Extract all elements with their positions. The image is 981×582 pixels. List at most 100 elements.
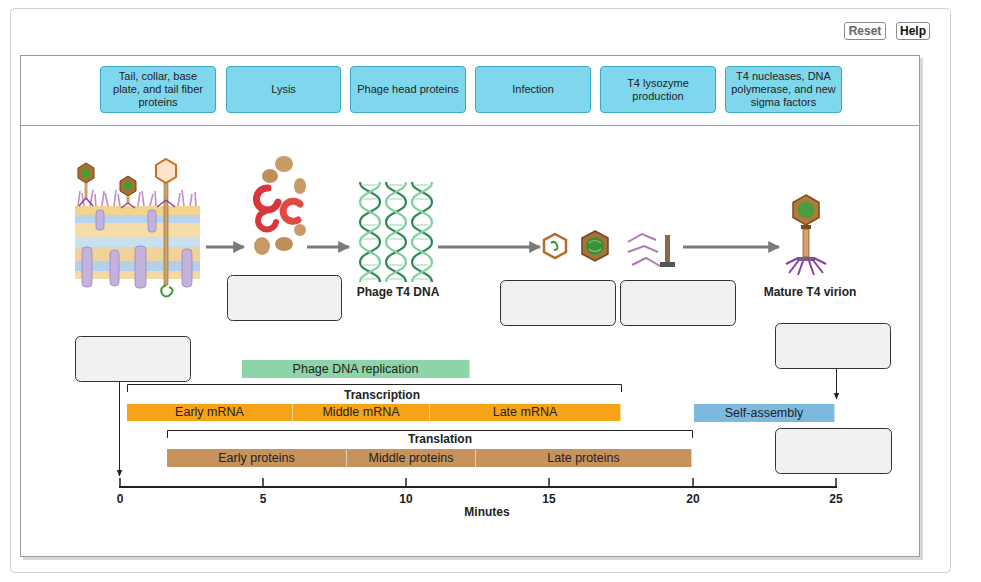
- timeline-band: Late mRNA: [430, 404, 621, 421]
- protein-blob: [294, 224, 306, 236]
- node-text: Tail, collar, base plate, and tail fiber…: [106, 70, 210, 109]
- timeline-band: Late proteins: [476, 449, 692, 467]
- label-tile: Lysis: [226, 66, 341, 113]
- axis-ticks: [120, 478, 836, 487]
- membrane-layer: [75, 223, 200, 237]
- empty-head: [544, 234, 566, 258]
- process-arrow: [683, 246, 779, 249]
- protein-blob: [275, 156, 293, 172]
- protein-c-shape: [256, 188, 278, 210]
- node-text: Middle mRNA: [322, 405, 399, 420]
- membrane-protein: [182, 249, 192, 287]
- axis-title: Minutes: [437, 505, 537, 519]
- axis-tick-label: 20: [678, 492, 708, 506]
- main-panel: [21, 56, 920, 557]
- membrane-protein: [96, 210, 104, 230]
- node-text: Early mRNA: [175, 405, 244, 420]
- tail-fibers: [79, 198, 93, 206]
- phage-dna: [124, 182, 133, 191]
- timeline-band: Early proteins: [167, 449, 347, 467]
- label-tile: Tail, collar, base plate, and tail fiber…: [100, 66, 216, 113]
- drop-target: [501, 281, 616, 326]
- protein-blob: [262, 169, 278, 183]
- drop-target: [621, 281, 736, 326]
- drop-targets: [76, 276, 892, 474]
- node-text: T4 nucleases, DNA polymerase, and new si…: [731, 70, 836, 109]
- axis-tick-label: 10: [391, 492, 421, 506]
- dna-strand: [360, 182, 380, 282]
- dna-strand: [412, 182, 432, 282]
- label-tile: T4 lysozyme production: [600, 66, 716, 113]
- packed-dna: [586, 237, 604, 255]
- infecting-phage: [78, 163, 94, 206]
- virion-tail: [803, 229, 809, 257]
- mature-virion: [786, 195, 826, 275]
- phage-tail: [85, 183, 88, 198]
- virion-collar: [801, 225, 811, 229]
- dna-strand: [386, 182, 406, 282]
- label-tile: Phage head proteins: [350, 66, 466, 113]
- membrane-layer: [75, 206, 200, 215]
- label-tile: Infection: [475, 66, 591, 113]
- membrane-protein: [148, 210, 156, 232]
- dna-rungs: [363, 185, 429, 279]
- process-arrows: [206, 246, 779, 249]
- dna-strand: [360, 182, 380, 282]
- bracket-label: Transcription: [312, 388, 452, 402]
- timeline-band: Middle mRNA: [293, 404, 430, 421]
- dna-strand: [412, 182, 432, 282]
- phage-parts: [544, 231, 675, 267]
- tail-fiber-parts: [628, 234, 660, 266]
- membrane-layer: [75, 215, 200, 223]
- injected-dna: [161, 285, 173, 297]
- packaging-dna: [551, 242, 558, 250]
- timeline-band: Self-assembly: [694, 404, 835, 422]
- protein-blob: [275, 237, 293, 251]
- membrane-protein: [110, 250, 119, 286]
- timeline-band: Early mRNA: [127, 404, 293, 421]
- bacterium-envelope: [75, 190, 200, 288]
- phage-head: [120, 176, 136, 196]
- drop-target: [776, 429, 892, 474]
- axis-line: [119, 486, 837, 488]
- virion-head: [793, 195, 819, 225]
- timeline-band: Middle proteins: [347, 449, 476, 467]
- node-text: Middle proteins: [369, 451, 454, 466]
- bank-divider: [21, 125, 919, 126]
- node-text: Infection: [512, 83, 554, 96]
- node-text: Self-assembly: [725, 406, 804, 421]
- membrane-layer: [75, 237, 200, 247]
- full-head: [582, 231, 608, 261]
- pointer-arrow: [119, 382, 120, 476]
- infecting-phage: [120, 176, 136, 208]
- membrane-protein: [135, 246, 146, 288]
- phage-proteins: [254, 156, 306, 255]
- dna-strand: [386, 182, 406, 282]
- phage-tail: [127, 196, 130, 204]
- protein-c-shape: [258, 212, 276, 229]
- node-text: Phage head proteins: [357, 83, 459, 96]
- node-text: Help: [900, 24, 926, 38]
- phage-tail: [164, 183, 168, 285]
- phage-dna: [82, 169, 91, 178]
- node-text: T4 lysozyme production: [606, 77, 710, 103]
- node-text: Reset: [849, 24, 882, 38]
- packed-dna: [589, 241, 601, 252]
- control-button: Help: [896, 22, 930, 40]
- node-text: Late mRNA: [493, 405, 558, 420]
- base-plate: [660, 262, 675, 267]
- dna-helices: [360, 182, 432, 282]
- protein-blob: [254, 237, 270, 255]
- process-arrow: [206, 246, 244, 249]
- process-arrow: [438, 246, 540, 249]
- phage-head: [78, 163, 94, 183]
- outer-frame: [11, 9, 951, 573]
- pointer-arrow: [836, 369, 837, 399]
- injecting-phage: [156, 159, 176, 297]
- membrane-proteins: [82, 210, 192, 288]
- tail-fibers: [157, 200, 175, 207]
- timeline-band: Phage DNA replication: [242, 360, 470, 378]
